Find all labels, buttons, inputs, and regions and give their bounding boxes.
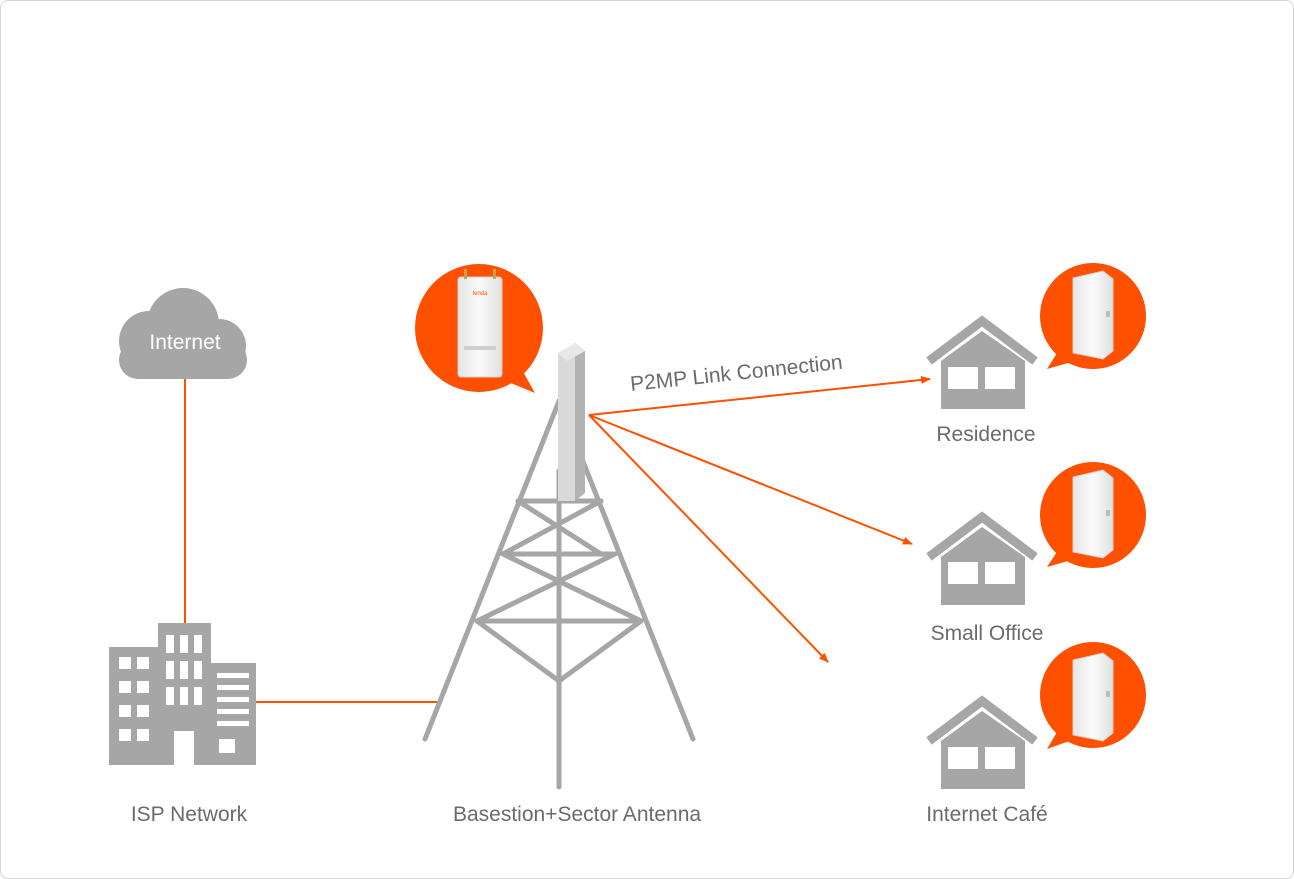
internet-label: Internet <box>149 331 220 354</box>
link-internet-cafe <box>588 414 829 663</box>
basestation-device-bubble: tenda <box>415 264 543 393</box>
cloud-icon <box>119 288 247 379</box>
device-brand-text: tenda <box>472 291 488 297</box>
small-office-label: Small Office <box>931 622 1044 645</box>
tower-icon <box>422 398 696 790</box>
basestation-label: Basestion+Sector Antenna <box>453 803 701 826</box>
small-office-device-bubble <box>1040 462 1146 568</box>
building-icon <box>109 623 256 765</box>
link-small-office <box>588 414 913 545</box>
house-icon <box>926 511 1038 605</box>
internet-cafe-device-bubble <box>1040 642 1146 749</box>
residence-device-bubble <box>1040 263 1146 369</box>
sector-antenna-icon <box>558 343 585 501</box>
internet-cafe-label: Internet Café <box>926 803 1047 826</box>
house-icon <box>926 695 1038 789</box>
link-residence <box>588 375 931 416</box>
house-icon <box>926 315 1038 409</box>
isp-network-label: ISP Network <box>131 803 248 826</box>
p2mp-link-label: P2MP Link Connection <box>629 351 843 396</box>
residence-label: Residence <box>936 423 1035 446</box>
